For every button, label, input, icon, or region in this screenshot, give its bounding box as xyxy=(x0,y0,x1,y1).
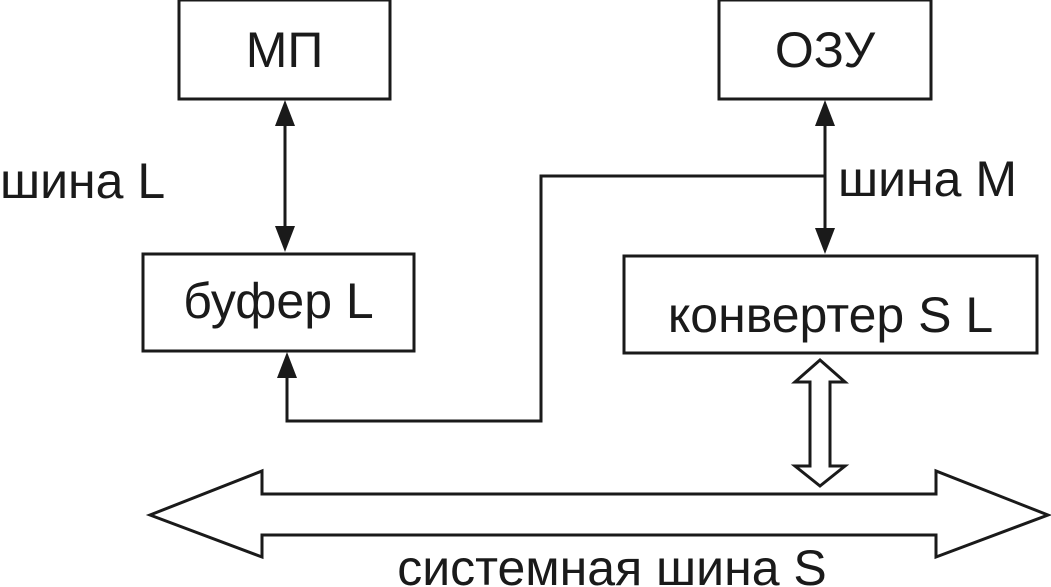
bus-l-arrow xyxy=(275,100,295,252)
bus-m-to-buffer-connector xyxy=(277,174,825,423)
ozu-block: ОЗУ xyxy=(717,0,933,101)
mp-label: МП xyxy=(246,22,324,78)
converter-sl-block: конвертер S L xyxy=(622,254,1039,355)
ozu-label: ОЗУ xyxy=(775,22,876,78)
mp-block: МП xyxy=(177,0,392,101)
converter-system-bus-arrow xyxy=(790,358,850,488)
converter-sl-label: конвертер S L xyxy=(668,287,993,343)
buffer-l-block: буфер L xyxy=(141,252,416,353)
bus-l-label: шина L xyxy=(0,153,165,209)
system-bus-s-arrow xyxy=(145,468,1051,560)
buffer-l-label: буфер L xyxy=(183,273,373,329)
bus-m-label: шина M xyxy=(838,151,1017,207)
system-bus-s-label: системная шина S xyxy=(397,540,827,587)
